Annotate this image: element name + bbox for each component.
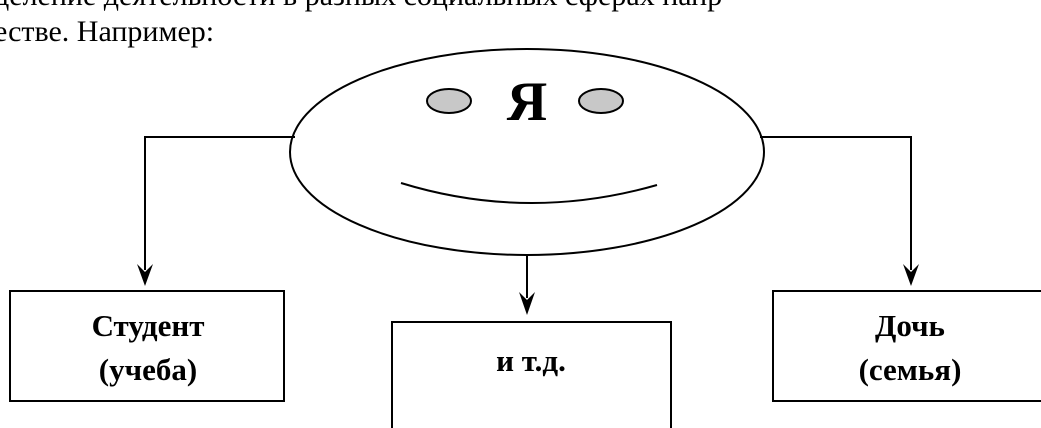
box-right-line-1: Дочь [875,308,945,343]
arrow-left-icon [137,264,153,286]
text-line-2: естве. Например: [0,15,215,48]
box-left-line-1: Студент [92,308,205,343]
connector-right [760,136,912,270]
connector-left [144,136,295,270]
left-eye-icon [426,88,472,114]
right-eye-icon [578,88,624,114]
center-label: Я [507,71,547,133]
arrowheads [137,264,919,315]
box-middle: и т.д. [391,321,672,428]
face: Я [289,48,765,256]
connectors [144,136,912,298]
arrow-right-icon [903,264,919,286]
box-left: Студент (учеба) [9,290,285,402]
box-middle-frame [391,321,672,428]
box-left-line-2: (учеба) [99,352,197,387]
text-line-1: деление деятельности в разных социальных… [0,0,722,14]
box-middle-line-1: и т.д. [496,343,566,378]
box-left-frame [9,290,285,402]
smile-icon [400,182,658,204]
box-right: Дочь (семья) [772,290,1041,402]
box-right-frame [772,290,1041,402]
box-right-line-2: (семья) [859,352,962,387]
arrow-middle-icon [519,292,535,315]
